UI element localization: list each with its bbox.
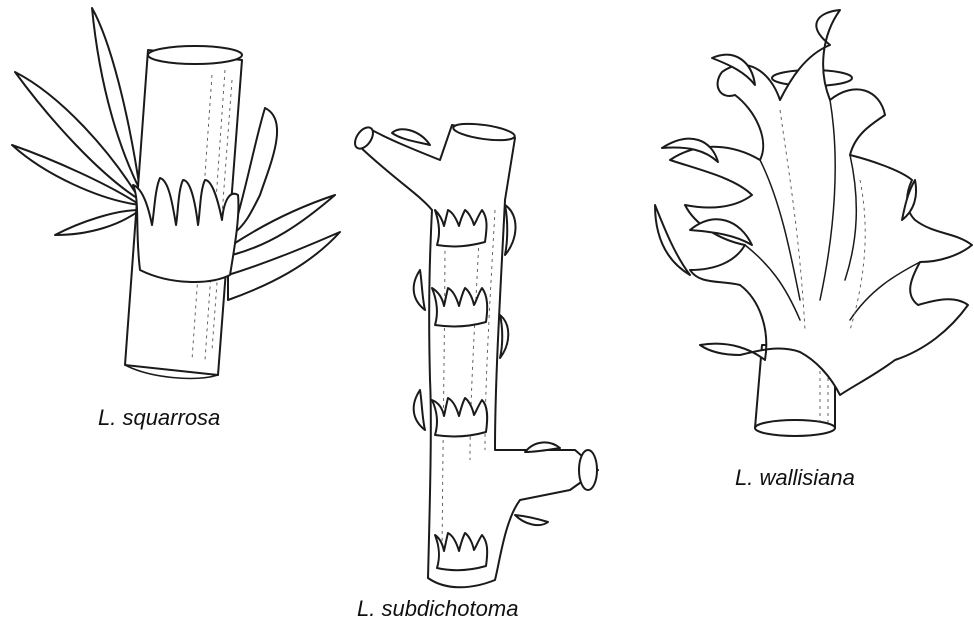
squarrosa-drawing (12, 8, 340, 378)
subdichotoma-branch-end-right (579, 450, 597, 490)
squarrosa-stem-top (148, 46, 242, 64)
subdichotoma-stem (358, 125, 598, 587)
label-wallisiana: L. wallisiana (735, 465, 855, 491)
subdichotoma-drawing (351, 121, 598, 588)
label-squarrosa: L. squarrosa (98, 405, 220, 431)
wallisiana-leaf-mass (670, 10, 972, 395)
wallisiana-drawing (655, 10, 972, 436)
squarrosa-leaf-left-bottom (55, 210, 140, 235)
label-subdichotoma: L. subdichotoma (357, 596, 518, 622)
wallisiana-curl-3 (655, 205, 690, 275)
wallisiana-stem-end (755, 420, 835, 436)
